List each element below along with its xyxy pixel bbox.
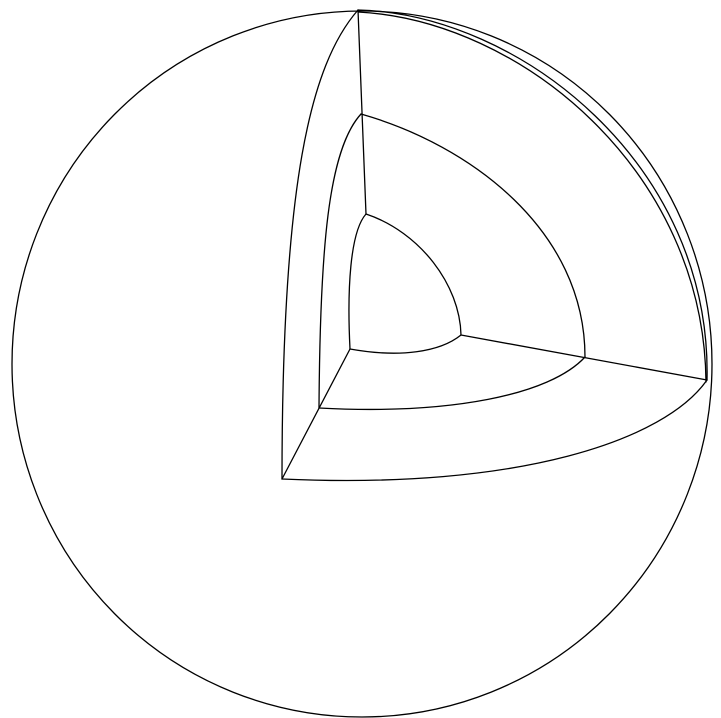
diagram-line-group (12, 10, 712, 717)
cut-line-vertical (358, 10, 366, 214)
middle-layer-vertical-arc (319, 114, 361, 408)
cut-line-diagonal-left (282, 349, 350, 479)
middle-layer-top-arc (361, 114, 585, 357)
outer-shell-back-arc (358, 10, 707, 380)
outer-shell-bottom-arc (282, 380, 707, 481)
outer-shell-back-arc-inner (358, 12, 706, 382)
inner-core-bottom-arc (350, 335, 461, 353)
middle-layer-bottom-arc (319, 357, 585, 409)
inner-core-vertical-arc (349, 214, 366, 349)
inner-core-top-arc (366, 214, 461, 335)
